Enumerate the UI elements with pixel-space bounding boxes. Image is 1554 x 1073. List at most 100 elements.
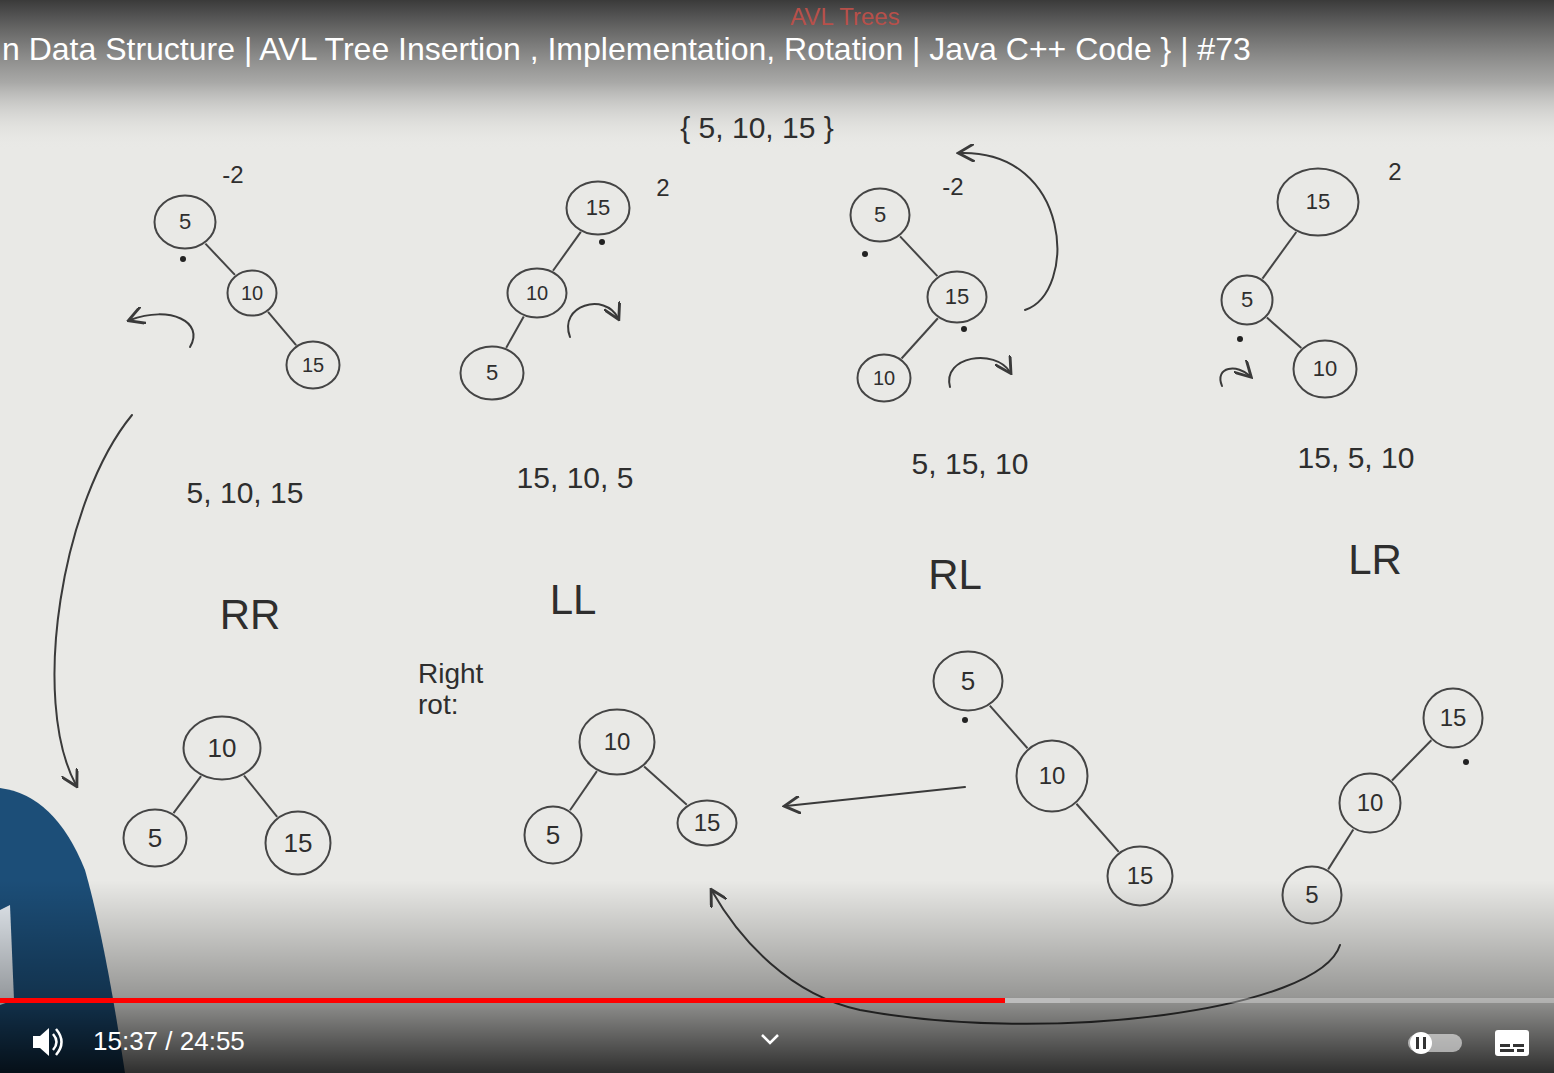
captions-line bbox=[1517, 1049, 1524, 1052]
node-circle bbox=[184, 717, 261, 780]
node-key: 10 bbox=[873, 367, 895, 389]
node-circle bbox=[508, 269, 567, 318]
sound-wave bbox=[53, 1034, 57, 1050]
chevron-icon bbox=[762, 1035, 778, 1043]
node-circle bbox=[461, 347, 524, 400]
tree-node: 5 bbox=[932, 650, 1004, 712]
rotation-arrow bbox=[1220, 369, 1250, 386]
title-shade bbox=[0, 0, 1554, 150]
tree-branch bbox=[1328, 829, 1353, 869]
tree-node: 10 bbox=[506, 267, 568, 319]
node-circle bbox=[851, 189, 910, 242]
tree-branch bbox=[268, 312, 296, 345]
node-key: 5 bbox=[874, 203, 886, 227]
node-circle bbox=[287, 342, 340, 389]
node-text-holder: 10 bbox=[1292, 339, 1358, 399]
node-circle bbox=[678, 801, 737, 846]
node-key: 10 bbox=[241, 282, 263, 304]
node-circle bbox=[858, 355, 911, 402]
tree-node: 15 bbox=[1106, 845, 1174, 907]
node-text-holder: 5 bbox=[1220, 274, 1274, 326]
balance-factor: 2 bbox=[656, 175, 669, 201]
node-text-holder: 15 bbox=[565, 180, 631, 236]
rotation-bracket-arrow bbox=[960, 153, 1057, 310]
node-circle bbox=[155, 196, 216, 249]
progress-played bbox=[0, 998, 1005, 1003]
tree-node: 15 bbox=[676, 799, 738, 847]
case-name: RR bbox=[220, 592, 281, 638]
tree-branch bbox=[900, 236, 937, 276]
captions-line bbox=[1513, 1044, 1524, 1047]
node-circle bbox=[1108, 847, 1173, 906]
tree-node: 10 bbox=[182, 715, 262, 781]
node-text-holder: 10 bbox=[578, 708, 656, 776]
case-name: LR bbox=[1348, 537, 1402, 583]
tree-branch bbox=[173, 776, 201, 813]
node-circle bbox=[1222, 276, 1273, 325]
speaker bbox=[33, 1028, 49, 1056]
node-text-holder: 10 bbox=[226, 269, 278, 317]
tree-node: 10 bbox=[1338, 772, 1402, 834]
node-text-holder: 15 bbox=[1422, 687, 1484, 749]
node-circle bbox=[228, 271, 277, 316]
node-circle bbox=[1283, 867, 1342, 924]
tree-node: 5 bbox=[849, 187, 911, 243]
dot bbox=[180, 256, 186, 262]
node-text-holder: 5 bbox=[122, 808, 188, 868]
node-key: 15 bbox=[1440, 705, 1467, 731]
tree-node: 5 bbox=[1281, 865, 1343, 925]
dot bbox=[961, 326, 967, 332]
node-key: 5 bbox=[961, 667, 975, 696]
node-key: 10 bbox=[1039, 763, 1066, 789]
rotation-arrow bbox=[949, 358, 1010, 387]
tree-node: 10 bbox=[856, 353, 912, 403]
dot bbox=[1237, 336, 1243, 342]
progress-track bbox=[0, 998, 1554, 1003]
tree-branch bbox=[1392, 740, 1431, 780]
tree-branch bbox=[244, 776, 277, 817]
tree-node: 10 bbox=[226, 269, 278, 317]
node-circle bbox=[928, 272, 987, 323]
tree-node: 10 bbox=[578, 708, 656, 776]
node-key: 5 bbox=[1305, 882, 1318, 908]
balance-factor: 2 bbox=[1388, 159, 1401, 185]
balance-factor: -2 bbox=[942, 174, 963, 200]
node-key: 10 bbox=[604, 729, 631, 755]
key-set: { 5, 10, 15 } bbox=[680, 111, 833, 144]
tree-branch bbox=[553, 232, 581, 271]
tree-node: 5 bbox=[459, 345, 525, 401]
node-text-holder: 5 bbox=[459, 345, 525, 401]
tree-node: 10 bbox=[1292, 339, 1358, 399]
balance-factor: -2 bbox=[222, 162, 243, 188]
node-circle bbox=[567, 182, 630, 235]
node-key: 15 bbox=[1127, 863, 1154, 889]
node-key: 5 bbox=[1241, 288, 1253, 312]
tree-branch bbox=[205, 244, 235, 275]
rotation-note: Right rot: bbox=[418, 659, 508, 721]
node-circle bbox=[124, 810, 187, 867]
node-key: 10 bbox=[526, 282, 548, 304]
pause-bar bbox=[1423, 1037, 1426, 1049]
tree-node: 15 bbox=[1276, 167, 1360, 237]
node-key: 15 bbox=[694, 810, 721, 836]
tree-node: 5 bbox=[1220, 274, 1274, 326]
node-key: 10 bbox=[1313, 357, 1337, 381]
node-key: 15 bbox=[302, 354, 324, 376]
tree-branch bbox=[990, 706, 1028, 749]
tree-node: 5 bbox=[153, 194, 217, 250]
node-key: 15 bbox=[284, 829, 313, 858]
case-name: RL bbox=[928, 552, 982, 598]
tree-branch bbox=[902, 318, 938, 358]
node-key: 15 bbox=[586, 196, 610, 220]
tree-branch bbox=[570, 771, 597, 810]
node-circle bbox=[580, 710, 655, 775]
tree-node: 15 bbox=[926, 270, 988, 324]
tree-branch bbox=[1267, 318, 1301, 348]
video-time: 15:37 / 24:55 bbox=[93, 1027, 245, 1056]
controls-shade bbox=[0, 880, 1554, 1073]
dot bbox=[1463, 759, 1469, 765]
node-key: 15 bbox=[945, 285, 969, 309]
tree-node: 15 bbox=[264, 810, 332, 876]
volume-icon bbox=[33, 1028, 62, 1056]
